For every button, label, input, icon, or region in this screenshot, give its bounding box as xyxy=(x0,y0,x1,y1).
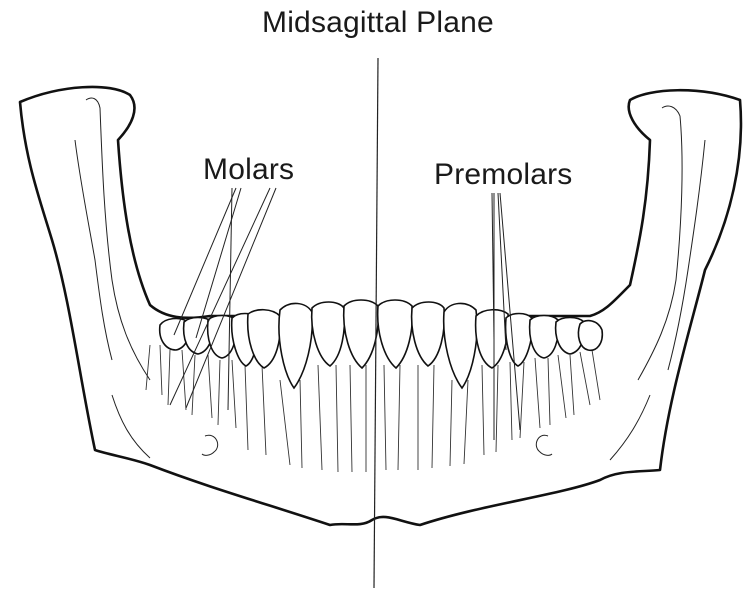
molars-label: Molars xyxy=(203,153,294,187)
tooth-r-molar-3 xyxy=(578,321,602,351)
midsagittal-plane-label: Midsagittal Plane xyxy=(262,6,494,40)
premolars-label: Premolars xyxy=(434,158,573,192)
